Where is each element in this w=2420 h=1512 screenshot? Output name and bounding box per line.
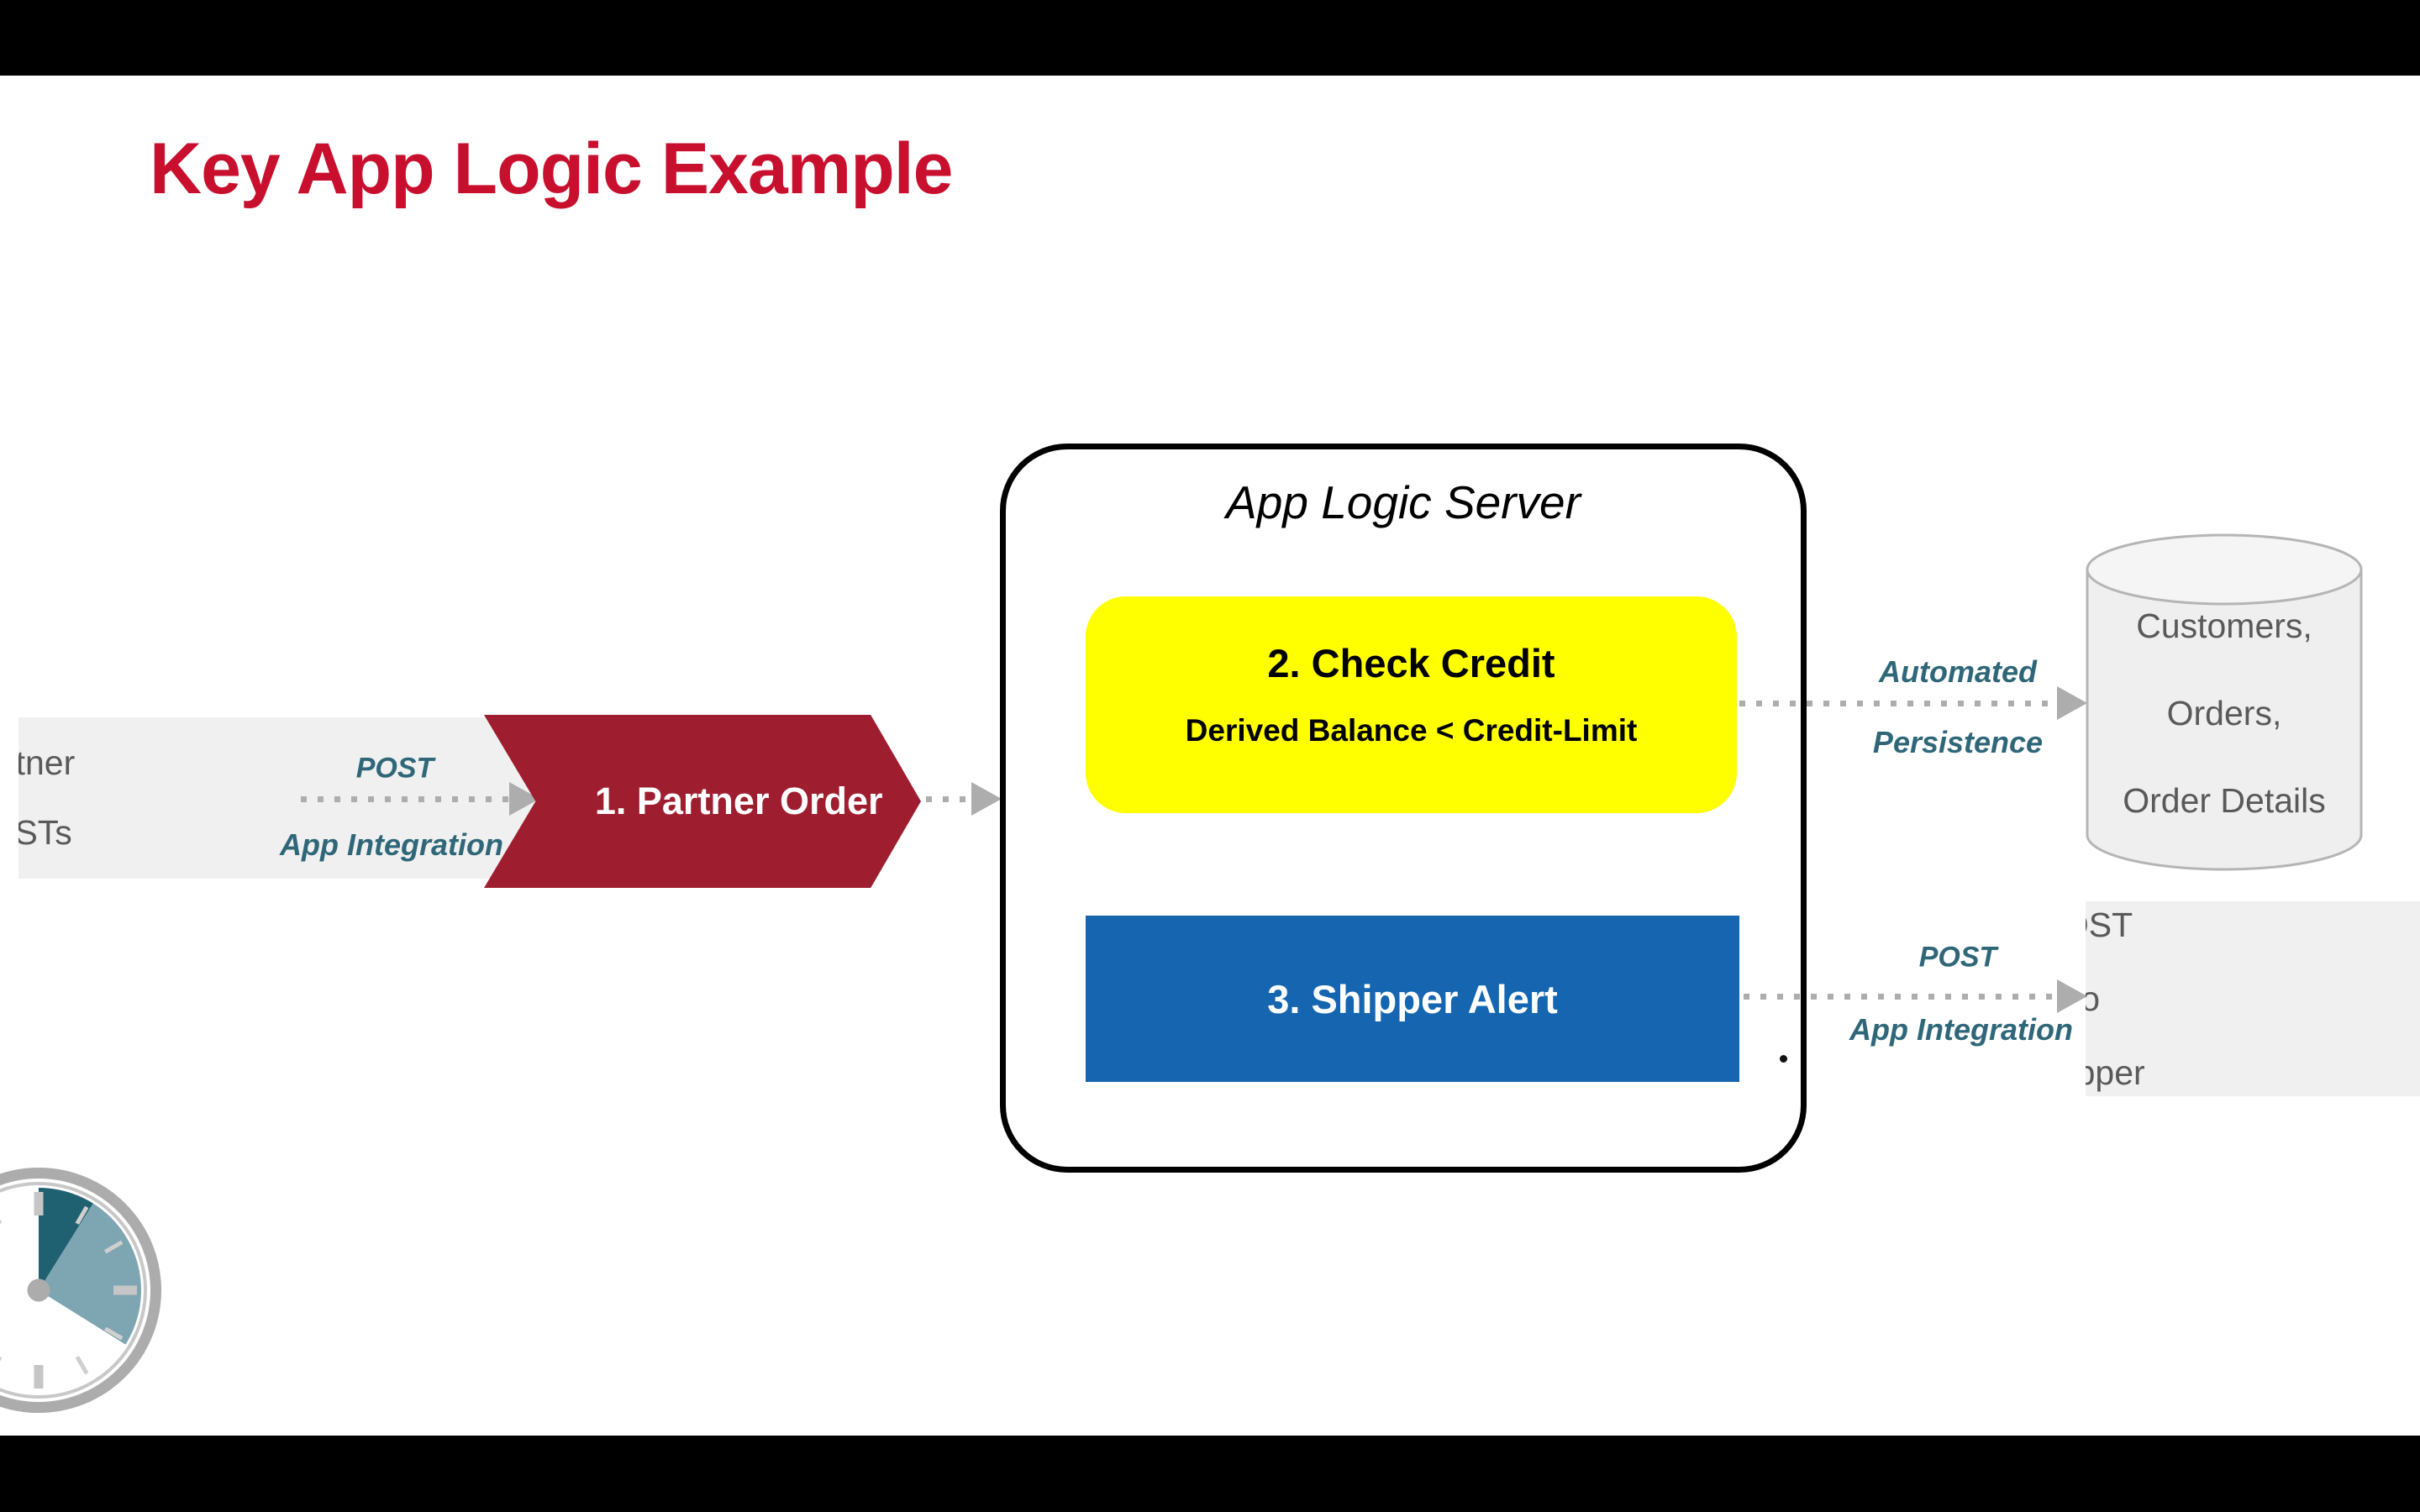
dotted-line [1739,700,2057,706]
shipper-alert-shape: 3. Shipper Alert [1086,916,1739,1082]
label-automated: Automated [1879,654,2037,689]
clock-center-dot [27,1278,50,1302]
dotted-line [301,795,509,802]
partner-order-shape: 1. Partner Order [484,715,921,888]
arrowhead-icon [2057,686,2087,720]
database-line1: Customers, [2136,606,2312,645]
clock-tick [34,1365,44,1389]
letterbox-bottom-bar [0,1436,2420,1512]
post-to-shipper-line1: POST to [2039,906,2133,1018]
connector-credit-to-database [1739,686,2087,720]
dotted-line [1744,993,2057,1000]
label-persistence: Persistence [1872,725,2044,759]
clock-tick [113,1285,137,1295]
database-line3: Order Details [2123,781,2326,820]
arrowhead-icon [2057,979,2087,1013]
partner-posts-line1: Partner [3,743,76,782]
connector-order-to-server [926,782,1002,816]
check-credit-subtitle: Derived Balance < Credit-Limit [1185,713,1638,748]
stray-period-dot: . [1780,1055,1787,1063]
post-to-shipper-line2: Shipper [2026,1053,2145,1092]
clock-tick [34,1192,44,1215]
database-line2: Orders, [2166,694,2282,732]
partner-posts-line2: POSTs [0,813,72,852]
database-label: Customers, Orders, Order Details [2086,606,2363,821]
label-post-left: POST [355,752,434,785]
partner-order-label: 1. Partner Order [594,780,883,822]
check-credit-shape: 2. Check Credit Derived Balance < Credit… [1086,596,1737,813]
label-post-right: POST [1918,941,1997,974]
label-app-integration-left: App Integration [280,827,503,862]
connector-partner-to-order [301,782,539,816]
check-credit-title: 2. Check Credit [1267,641,1555,685]
dotted-line [926,795,971,802]
post-to-shipper-shape: POST to Shipper [2086,901,2420,1096]
shipper-alert-label: 3. Shipper Alert [1267,976,1558,1021]
database-cylinder-icon [2086,533,2363,871]
clock-icon [0,1168,161,1413]
letterbox-top-bar [0,0,2420,76]
app-logic-server-title: App Logic Server [1226,476,1581,528]
arrowhead-icon [971,782,1002,816]
connector-alert-to-shipper [1744,979,2087,1013]
label-app-integration-right: App Integration [1849,1012,2073,1047]
slide-title: Key App Logic Example [150,129,953,209]
